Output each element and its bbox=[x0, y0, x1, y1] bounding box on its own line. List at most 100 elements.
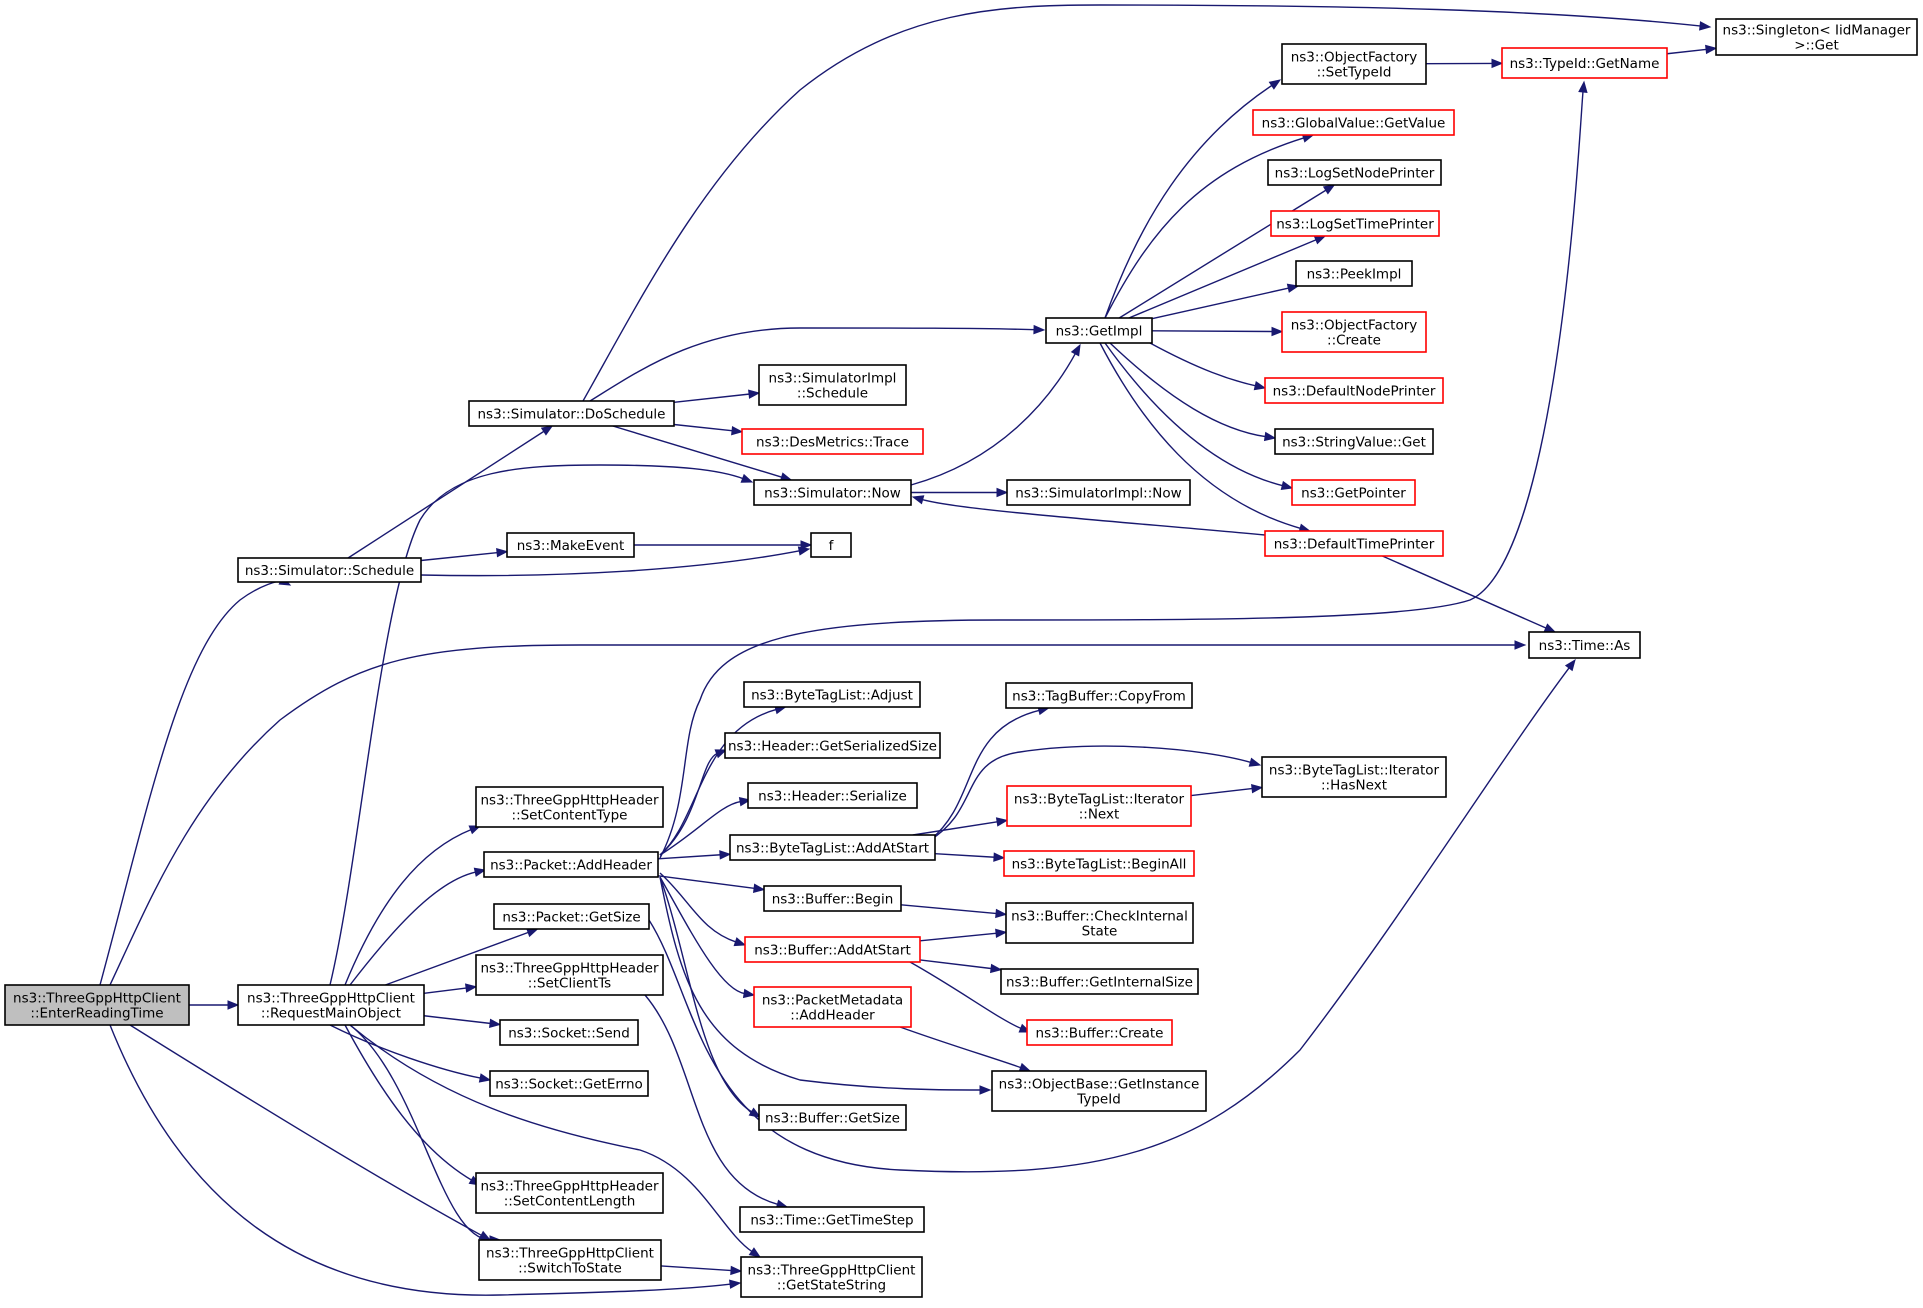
node-getpointer[interactable]: ns3::GetPointer bbox=[1291, 479, 1416, 506]
node-pktgetsize[interactable]: ns3::Packet::GetSize bbox=[493, 903, 650, 930]
node-singleton[interactable]: ns3::Singleton< IidManager >::Get bbox=[1715, 18, 1918, 56]
edge-pktaddheader-to-btladdatstart bbox=[657, 850, 732, 860]
node-hdrsetclientts[interactable]: ns3::ThreeGppHttpHeader::SetClientTs bbox=[475, 954, 664, 996]
node-label: ::SetTypeId bbox=[1317, 65, 1392, 81]
node-label: State bbox=[1082, 924, 1118, 940]
node-timegetstep[interactable]: ns3::Time::GetTimeStep bbox=[739, 1206, 925, 1233]
node-reqmain[interactable]: ns3::ThreeGppHttpClient::RequestMainObje… bbox=[237, 984, 425, 1026]
node-label: ::EnterReadingTime bbox=[30, 1006, 163, 1022]
node-pktaddheader[interactable]: ns3::Packet::AddHeader bbox=[483, 851, 659, 878]
node-peekimpl[interactable]: ns3::PeekImpl bbox=[1295, 260, 1413, 287]
node-gvgetvalue[interactable]: ns3::GlobalValue::GetValue bbox=[1252, 109, 1455, 136]
node-btlbeginall[interactable]: ns3::ByteTagList::BeginAll bbox=[1003, 850, 1195, 877]
edge-pktaddheader-to-bufbegin bbox=[657, 875, 766, 893]
edge-getimpl-to-strvalueget bbox=[1109, 342, 1277, 442]
node-strvalueget[interactable]: ns3::StringValue::Get bbox=[1274, 428, 1434, 455]
node-btladdatstart[interactable]: ns3::ByteTagList::AddAtStart bbox=[729, 834, 936, 861]
node-btlithasnext[interactable]: ns3::ByteTagList::Iterator::HasNext bbox=[1261, 756, 1447, 798]
node-simnow[interactable]: ns3::Simulator::Now bbox=[753, 479, 912, 506]
node-lognode[interactable]: ns3::LogSetNodePrinter bbox=[1267, 159, 1442, 186]
node-sockgeterrno[interactable]: ns3::Socket::GetErrno bbox=[489, 1070, 649, 1097]
node-bufaddatstart[interactable]: ns3::Buffer::AddAtStart bbox=[744, 936, 921, 963]
edge-line bbox=[659, 752, 718, 856]
edge-arrowhead bbox=[731, 425, 744, 436]
node-socksend[interactable]: ns3::Socket::Send bbox=[499, 1019, 639, 1046]
edge-line bbox=[99, 580, 283, 986]
node-label: ns3::GlobalValue::GetValue bbox=[1262, 116, 1446, 132]
node-timeas[interactable]: ns3::Time::As bbox=[1528, 631, 1641, 659]
node-desmetrics[interactable]: ns3::DesMetrics::Trace bbox=[741, 428, 924, 455]
node-root[interactable]: ns3::ThreeGppHttpClient::EnterReadingTim… bbox=[4, 984, 190, 1026]
node-label: ns3::ThreeGppHttpHeader bbox=[480, 793, 658, 809]
node-pmaddheader[interactable]: ns3::PacketMetadata::AddHeader bbox=[753, 986, 912, 1028]
node-box bbox=[1045, 317, 1153, 344]
node-hdrsetcontenttype[interactable]: ns3::ThreeGppHttpHeader::SetContentType bbox=[475, 786, 664, 828]
node-simimplsched[interactable]: ns3::SimulatorImpl::Schedule bbox=[758, 364, 907, 406]
node-switchtostate[interactable]: ns3::ThreeGppHttpClient::SwitchToState bbox=[478, 1239, 662, 1281]
node-defnodeprinter[interactable]: ns3::DefaultNodePrinter bbox=[1264, 377, 1444, 404]
edge-reqmain-to-pktaddheader bbox=[349, 867, 487, 986]
node-label: ns3::Header::GetSerializedSize bbox=[728, 739, 937, 755]
edge-arrowhead bbox=[996, 487, 1009, 498]
node-deftimeprinter[interactable]: ns3::DefaultTimePrinter bbox=[1264, 530, 1444, 557]
node-bufcreate[interactable]: ns3::Buffer::Create bbox=[1026, 1019, 1173, 1046]
edge-arrowhead bbox=[1263, 431, 1277, 442]
edge-line bbox=[329, 464, 744, 986]
edge-getimpl-to-ofcreate bbox=[1151, 326, 1284, 337]
node-label: ns3::Buffer::AddAtStart bbox=[754, 943, 911, 959]
edge-typeidgetname-to-singleton bbox=[1666, 44, 1718, 55]
edge-getimpl-to-defnodeprinter bbox=[1149, 342, 1267, 391]
edge-switchtostate-to-getstatestring bbox=[660, 1265, 743, 1276]
node-btladjust[interactable]: ns3::ByteTagList::Adjust bbox=[743, 681, 921, 708]
node-tagbufcopy[interactable]: ns3::TagBuffer::CopyFrom bbox=[1005, 682, 1193, 709]
edge-arrowhead bbox=[993, 852, 1006, 862]
edge-getimpl-to-ofsettypeid bbox=[1104, 79, 1282, 319]
edge-doschedule-to-getimpl bbox=[589, 324, 1046, 402]
node-label: ns3::Socket::Send bbox=[508, 1026, 630, 1042]
edge-getimpl-to-lognode bbox=[1118, 184, 1336, 319]
node-ofsettypeid[interactable]: ns3::ObjectFactory::SetTypeId bbox=[1281, 43, 1427, 85]
node-hdrgetserialized[interactable]: ns3::Header::GetSerializedSize bbox=[724, 732, 941, 759]
node-box bbox=[4, 984, 190, 1026]
node-bufgetsize[interactable]: ns3::Buffer::GetSize bbox=[758, 1104, 907, 1131]
node-getstatestring[interactable]: ns3::ThreeGppHttpClient::GetStateString bbox=[740, 1256, 923, 1298]
node-f[interactable]: f bbox=[810, 532, 852, 558]
edge-doschedule-to-simnow bbox=[612, 425, 793, 482]
edge-arrowhead bbox=[1280, 480, 1294, 491]
node-btlitnext[interactable]: ns3::ByteTagList::Iterator::Next bbox=[1006, 785, 1192, 827]
node-ofcreate[interactable]: ns3::ObjectFactory::Create bbox=[1281, 311, 1427, 353]
node-label: ns3::ByteTagList::Iterator bbox=[1269, 763, 1440, 779]
node-label: ns3::ThreeGppHttpHeader bbox=[480, 961, 658, 977]
node-logtime[interactable]: ns3::LogSetTimePrinter bbox=[1270, 210, 1440, 237]
node-bufbegin[interactable]: ns3::Buffer::Begin bbox=[763, 885, 902, 912]
edge-root-to-sched bbox=[99, 576, 292, 986]
edge-arrowhead bbox=[1070, 343, 1081, 357]
node-doschedule[interactable]: ns3::Simulator::DoSchedule bbox=[468, 400, 675, 427]
edge-line bbox=[659, 708, 778, 856]
node-box bbox=[1026, 1019, 1173, 1046]
node-box bbox=[747, 782, 918, 809]
edge-line bbox=[899, 1026, 1022, 1069]
node-hdrsetcontentlength[interactable]: ns3::ThreeGppHttpHeader::SetContentLengt… bbox=[475, 1172, 664, 1214]
node-makeevent[interactable]: ns3::MakeEvent bbox=[506, 532, 635, 558]
edge-pmaddheader-to-obgetinstance bbox=[899, 1026, 1032, 1072]
node-label: ns3::Singleton< IidManager bbox=[1723, 23, 1911, 39]
edge-line bbox=[1104, 342, 1284, 487]
edge-line bbox=[109, 1024, 732, 1296]
edge-arrowhead bbox=[800, 540, 813, 550]
node-getimpl[interactable]: ns3::GetImpl bbox=[1045, 317, 1153, 344]
edge-line bbox=[385, 931, 530, 986]
node-simimplnow[interactable]: ns3::SimulatorImpl::Now bbox=[1006, 479, 1191, 506]
node-typeidgetname[interactable]: ns3::TypeId::GetName bbox=[1501, 47, 1668, 79]
node-hdrserialize[interactable]: ns3::Header::Serialize bbox=[747, 782, 918, 809]
node-box bbox=[1006, 785, 1192, 827]
node-sched[interactable]: ns3::Simulator::Schedule bbox=[237, 557, 422, 583]
edge-arrowhead bbox=[730, 1265, 743, 1276]
edge-line bbox=[349, 1024, 753, 1253]
edge-line bbox=[912, 821, 999, 836]
node-label: ::GetStateString bbox=[777, 1278, 886, 1294]
node-bufgetinternalsize[interactable]: ns3::Buffer::GetInternalSize bbox=[1000, 968, 1199, 995]
